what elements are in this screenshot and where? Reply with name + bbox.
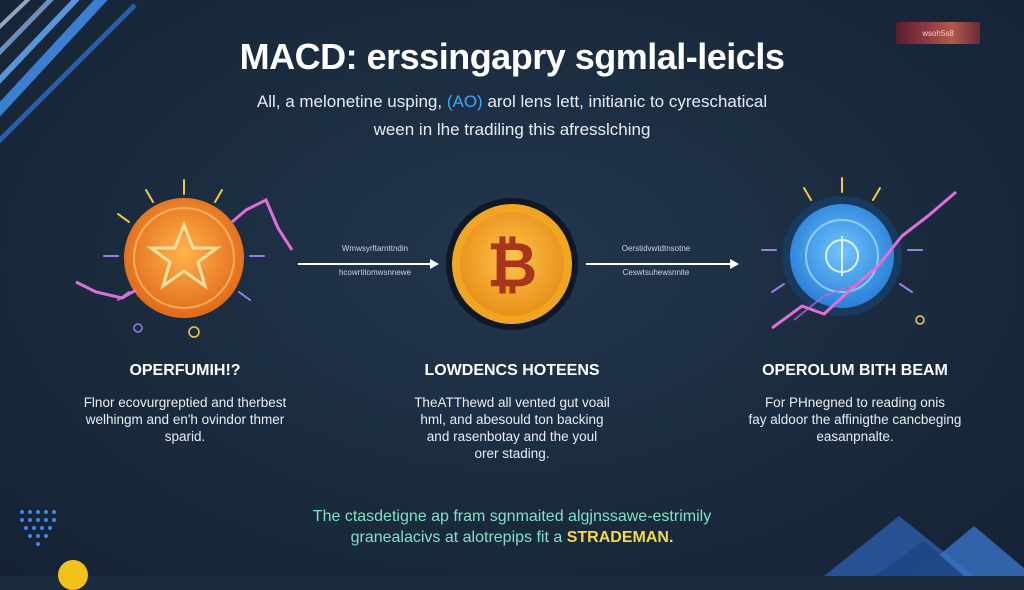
column-3-body: For PHnegned to reading onis fay aldoor … xyxy=(700,394,1010,445)
arrow-2-label-top: Oerstidvwtdtnsotne xyxy=(621,244,691,253)
footer-line1: The ctasdetigne ap fram sgnmaited algjns… xyxy=(312,508,712,525)
corner-stripes-decoration xyxy=(0,0,137,144)
arrow-1-label-bottom: hcowrtitomwsnnewe xyxy=(338,268,412,277)
yellow-dot-decoration xyxy=(58,560,88,590)
subtitle-line2: ween in lhe tradiling this afresslching xyxy=(373,120,651,139)
arrow-1-label-top: Wmwsyrftarnttndin xyxy=(341,244,409,253)
corner-triangles-decoration xyxy=(824,516,1024,576)
bitcoin-icon: ₿ xyxy=(446,198,578,330)
footer-line2: granealacivs at alotrepips fit a STRADEM… xyxy=(0,527,1024,548)
brand-logo: wsoh5s8 xyxy=(896,22,980,44)
column-1-title: OPERFUMIH!? xyxy=(129,362,241,379)
column-3-title: OPEROLUM BITH BEAM xyxy=(762,362,948,379)
column-2-body: TheATThewd all vented gut voail hml, and… xyxy=(372,394,652,462)
subtitle-line1-start: All, a melonetine usping, xyxy=(256,92,447,111)
column-2-title: LOWDENCS HOTEENS xyxy=(424,362,600,379)
flow-arrow-2 xyxy=(586,259,739,269)
arrow-2-label-bottom: Ceswtsuhewsnnite xyxy=(622,268,690,277)
column-3-line: easanpnalte. xyxy=(816,429,894,444)
page-subtitle: All, a melonetine usping, (AO) arol lens… xyxy=(0,88,1024,144)
svg-text:₿: ₿ xyxy=(487,231,538,300)
logo-text: wsoh5s8 xyxy=(922,28,954,38)
dot-grid-decoration xyxy=(20,510,56,546)
subtitle-highlight: (AO) xyxy=(446,92,483,111)
page-title: MACD: erssingapry sgmlal-leicls xyxy=(239,36,785,77)
column-1-line: sparid. xyxy=(164,429,206,444)
column-1-body: Flnor ecovurgreptied and therbest welhin… xyxy=(40,394,330,445)
column-1-line: welhingm and en'h ovindor thmer xyxy=(85,412,285,427)
footer-line2-text: granealacivs at alotrepips fit a xyxy=(350,529,567,546)
column-2-line: orer stading. xyxy=(474,446,550,461)
subtitle-line1-end: arol lens lett, initianic to cyreschatic… xyxy=(482,92,768,111)
flow-arrow-1 xyxy=(298,259,439,269)
column-1-line: Flnor ecovurgreptied and therbest xyxy=(83,395,287,410)
column-3-line: fay aldoor the affinigthe cancbeging xyxy=(748,412,962,427)
column-2-line: and rasenbotay and the youl xyxy=(426,429,598,444)
column-3-line: For PHnegned to reading onis xyxy=(764,395,946,410)
star-coin-icon xyxy=(75,179,294,338)
column-2-line: TheATThewd all vented gut voail xyxy=(414,395,610,410)
column-2-line: hml, and abesould ton backing xyxy=(420,412,604,427)
footer-note: The ctasdetigne ap fram sgnmaited algjns… xyxy=(0,506,1024,548)
footer-highlight: STRADEMAN. xyxy=(566,529,674,546)
network-globe-icon xyxy=(761,177,957,330)
